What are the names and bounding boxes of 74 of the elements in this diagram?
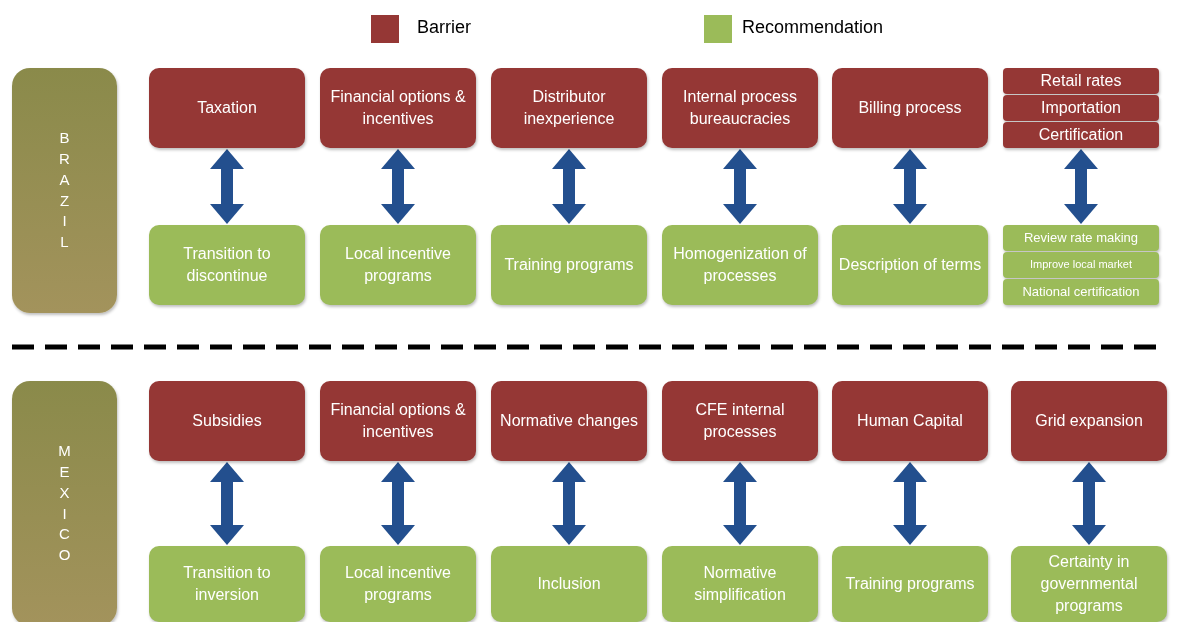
box-text: Inclusion xyxy=(536,573,602,594)
country-band xyxy=(12,68,117,313)
recommendation-box xyxy=(491,225,647,305)
box-text: Certainty in governmental programs xyxy=(1039,551,1139,617)
box-text: Local incentive programs xyxy=(344,243,452,286)
barrier-box xyxy=(832,68,988,148)
barrier-box xyxy=(149,381,305,461)
recommendation-box xyxy=(832,225,988,305)
recommendation-box xyxy=(662,225,818,305)
recommendation-box xyxy=(149,546,305,622)
double-arrow xyxy=(210,149,244,224)
country-band xyxy=(12,381,117,622)
box-text: Certification xyxy=(1037,124,1125,145)
box-text: Financial options & incentives xyxy=(329,86,467,129)
double-arrow xyxy=(210,462,244,545)
recommendation-box xyxy=(1003,225,1159,251)
box-text: Training programs xyxy=(503,254,635,275)
barrier-box xyxy=(662,381,818,461)
double-arrow xyxy=(552,149,586,224)
recommendation-box xyxy=(662,546,818,622)
box-text: Transition to inversion xyxy=(182,562,272,605)
box-text: Homogenization of processes xyxy=(672,243,808,286)
barrier-box xyxy=(662,68,818,148)
box-text: Transition to discontinue xyxy=(182,243,272,286)
box-text: Local incentive programs xyxy=(344,562,452,605)
box-text: CFE internal processes xyxy=(694,399,786,442)
box-text: Subsidies xyxy=(191,410,263,431)
barrier-box xyxy=(491,68,647,148)
recommendation-box xyxy=(491,546,647,622)
legend-label: Barrier xyxy=(417,17,471,38)
barrier-box xyxy=(832,381,988,461)
legend-label: Recommendation xyxy=(742,17,884,38)
box-text: Billing process xyxy=(857,97,963,118)
double-arrow xyxy=(381,149,415,224)
country-label: MEXICO xyxy=(58,441,71,565)
box-text: Taxation xyxy=(196,97,258,118)
double-arrow xyxy=(552,462,586,545)
recommendation-box xyxy=(832,546,988,622)
recommendation-box xyxy=(320,546,476,622)
box-text: National certification xyxy=(1021,283,1141,301)
barrier-box xyxy=(1011,381,1167,461)
double-arrow xyxy=(381,462,415,545)
recommendation-box xyxy=(1003,252,1159,278)
double-arrow xyxy=(1072,462,1106,545)
double-arrow xyxy=(723,462,757,545)
box-text: Improve local market xyxy=(1028,257,1134,273)
recommendation-box xyxy=(1003,279,1159,305)
recommendation-box xyxy=(320,225,476,305)
barrier-box xyxy=(1003,95,1159,121)
box-text: Importation xyxy=(1039,97,1122,118)
box-text: Training programs xyxy=(844,573,976,594)
recommendation-box xyxy=(1011,546,1167,622)
box-text: Normative simplification xyxy=(693,562,787,605)
barrier-box xyxy=(1003,122,1159,148)
recommendation-box xyxy=(149,225,305,305)
double-arrow xyxy=(893,149,927,224)
double-arrow xyxy=(893,462,927,545)
box-text: Human Capital xyxy=(856,410,964,431)
box-text: Retail rates xyxy=(1039,70,1123,91)
barrier-box xyxy=(149,68,305,148)
barrier-box xyxy=(320,68,476,148)
barrier-box xyxy=(320,381,476,461)
country-label: BRAZIL xyxy=(59,128,70,252)
box-text: Review rate making xyxy=(1022,229,1140,247)
box-text: Description of terms xyxy=(837,254,983,275)
box-text: Financial options & incentives xyxy=(329,399,467,442)
box-text: Normative changes xyxy=(499,410,639,431)
double-arrow xyxy=(1064,149,1098,224)
box-text: Distributor inexperience xyxy=(522,86,616,129)
barrier-box xyxy=(1003,68,1159,94)
box-text: Internal process bureaucracies xyxy=(682,86,798,129)
barrier-box xyxy=(491,381,647,461)
box-text: Grid expansion xyxy=(1034,410,1144,431)
double-arrow xyxy=(723,149,757,224)
